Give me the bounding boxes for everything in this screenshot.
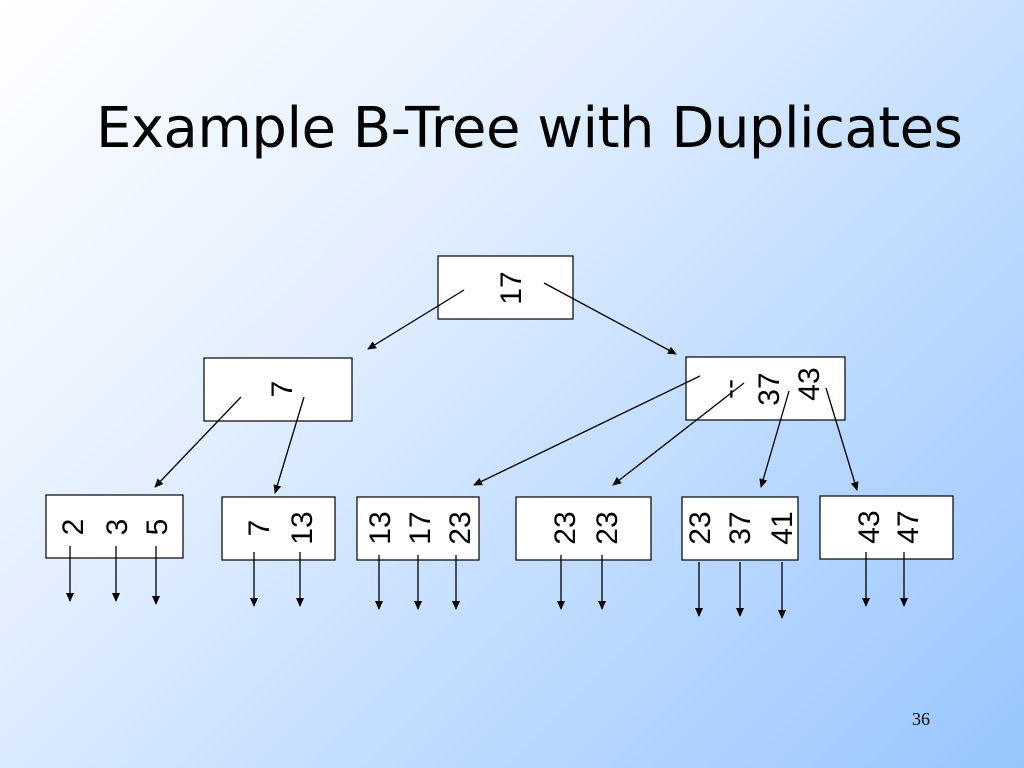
leaf-node-1-box [45,494,184,559]
edge-root-right [543,282,677,355]
edge-right-leaf-4 [612,382,745,486]
leaf-node-6-box [819,495,954,560]
leaf-3-key-3: 23 [444,511,477,544]
leaf-2-key-2: 13 [286,511,319,544]
leaf-node-3: 13 17 23 [356,496,480,561]
root-node: 17 [437,255,574,320]
root-node-box [437,255,574,320]
leaf-6-key-2: 47 [892,510,925,543]
leaf-node-5-box [681,496,799,561]
edge-left-leaf-1 [154,396,242,488]
leaf-5-key-1: 23 [684,511,717,544]
edge-right-leaf-3 [473,375,701,486]
leaf-node-4-box [515,496,652,561]
internal-left-key: 7 [266,381,299,398]
leaf-node-2-box [221,496,336,561]
leaf-node-6: 43 47 [819,495,954,560]
leaf-2-key-1: 7 [243,520,276,537]
edge-root-left [367,289,465,350]
leaf-5-key-2: 37 [724,511,757,544]
root-key: 17 [495,271,528,304]
leaf-1-key-2: 3 [101,519,134,536]
leaf-6-key-1: 43 [853,510,886,543]
edge-left-leaf-2 [273,396,305,494]
leaf-3-key-2: 17 [404,511,437,544]
slide-title: Example B-Tree with Duplicates [96,96,963,161]
internal-right-key-1: -- [713,379,746,399]
edge-right-leaf-5 [759,390,790,488]
leaf-3-key-1: 13 [364,511,397,544]
leaf-5-key-3: 41 [766,511,799,544]
internal-right-key-2: 37 [753,372,786,405]
leaf-node-5: 23 37 41 [681,496,799,561]
internal-right-key-3: 43 [793,367,826,400]
leaf-4-key-1: 23 [549,511,582,544]
edge-right-leaf-6 [825,387,859,491]
internal-node-right-box [685,356,846,421]
leaf-1-key-3: 5 [141,519,174,536]
leaf-node-1: 2 3 5 [45,494,184,559]
page-number: 36 [912,709,930,729]
leaf-4-key-2: 23 [591,511,624,544]
leaf-node-2: 7 13 [221,496,336,561]
leaf-node-4: 23 23 [515,496,652,561]
internal-node-right: -- 37 43 [685,356,846,421]
leaf-1-key-1: 2 [57,519,90,536]
